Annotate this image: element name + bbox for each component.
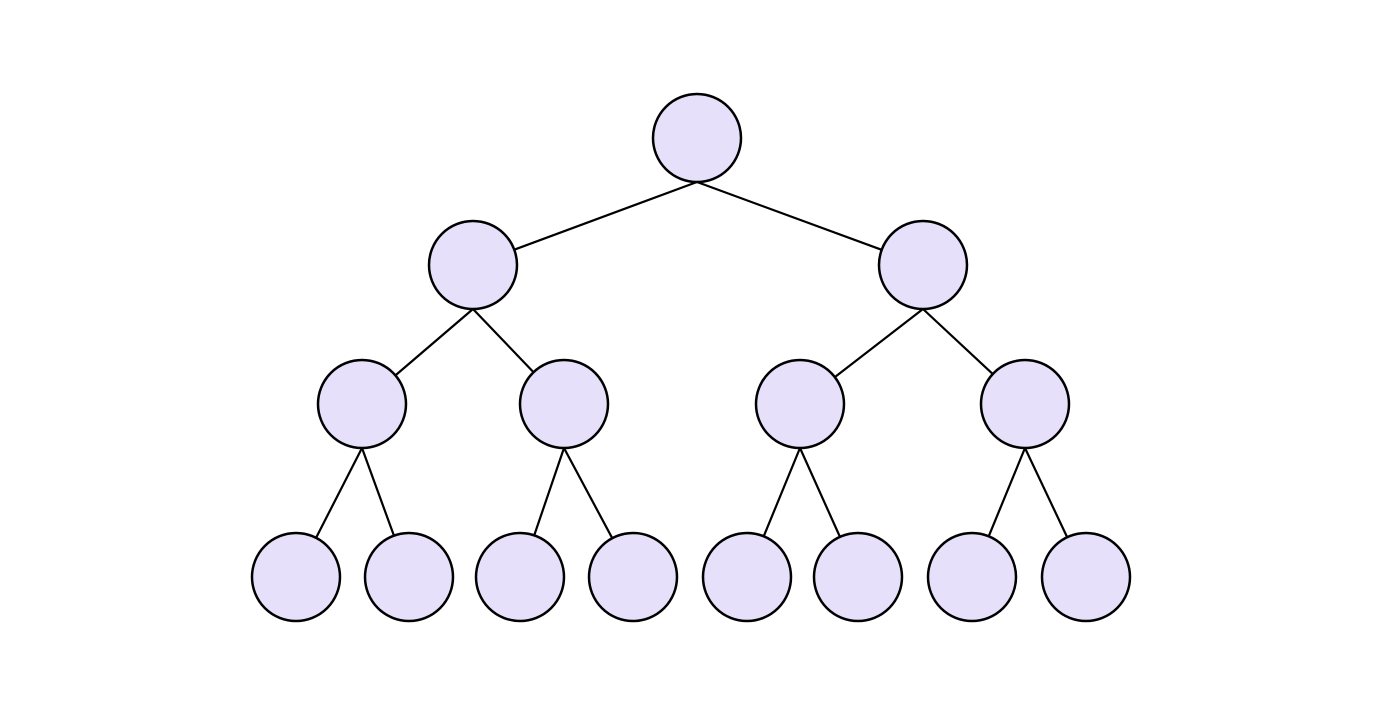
- tree-node: [877, 219, 969, 311]
- tree-edge: [533, 446, 566, 537]
- tree-edge: [798, 446, 842, 538]
- tree-edge: [314, 446, 364, 539]
- tree-node: [701, 531, 793, 623]
- tree-edge: [471, 307, 535, 374]
- tree-edge: [921, 307, 994, 376]
- tree-edge: [360, 446, 396, 537]
- tree-node: [926, 531, 1018, 623]
- tree-node: [474, 531, 566, 623]
- tree-node: [363, 531, 455, 623]
- tree-edge: [513, 180, 699, 251]
- tree-edge: [394, 307, 475, 377]
- tree-node: [979, 358, 1071, 450]
- tree-edge: [762, 446, 802, 538]
- tree-node: [518, 358, 610, 450]
- tree-edge: [833, 307, 925, 379]
- tree-node: [754, 358, 846, 450]
- tree-node: [651, 92, 743, 184]
- tree-node: [812, 531, 904, 623]
- tree-edge: [562, 446, 614, 540]
- tree-edge: [1023, 446, 1069, 539]
- tree-edge: [695, 180, 883, 251]
- tree-node: [427, 219, 519, 311]
- tree-node: [316, 358, 408, 450]
- tree-node: [1040, 531, 1132, 623]
- tree-edge: [987, 446, 1027, 538]
- tree-node: [587, 531, 679, 623]
- tree-node: [250, 531, 342, 623]
